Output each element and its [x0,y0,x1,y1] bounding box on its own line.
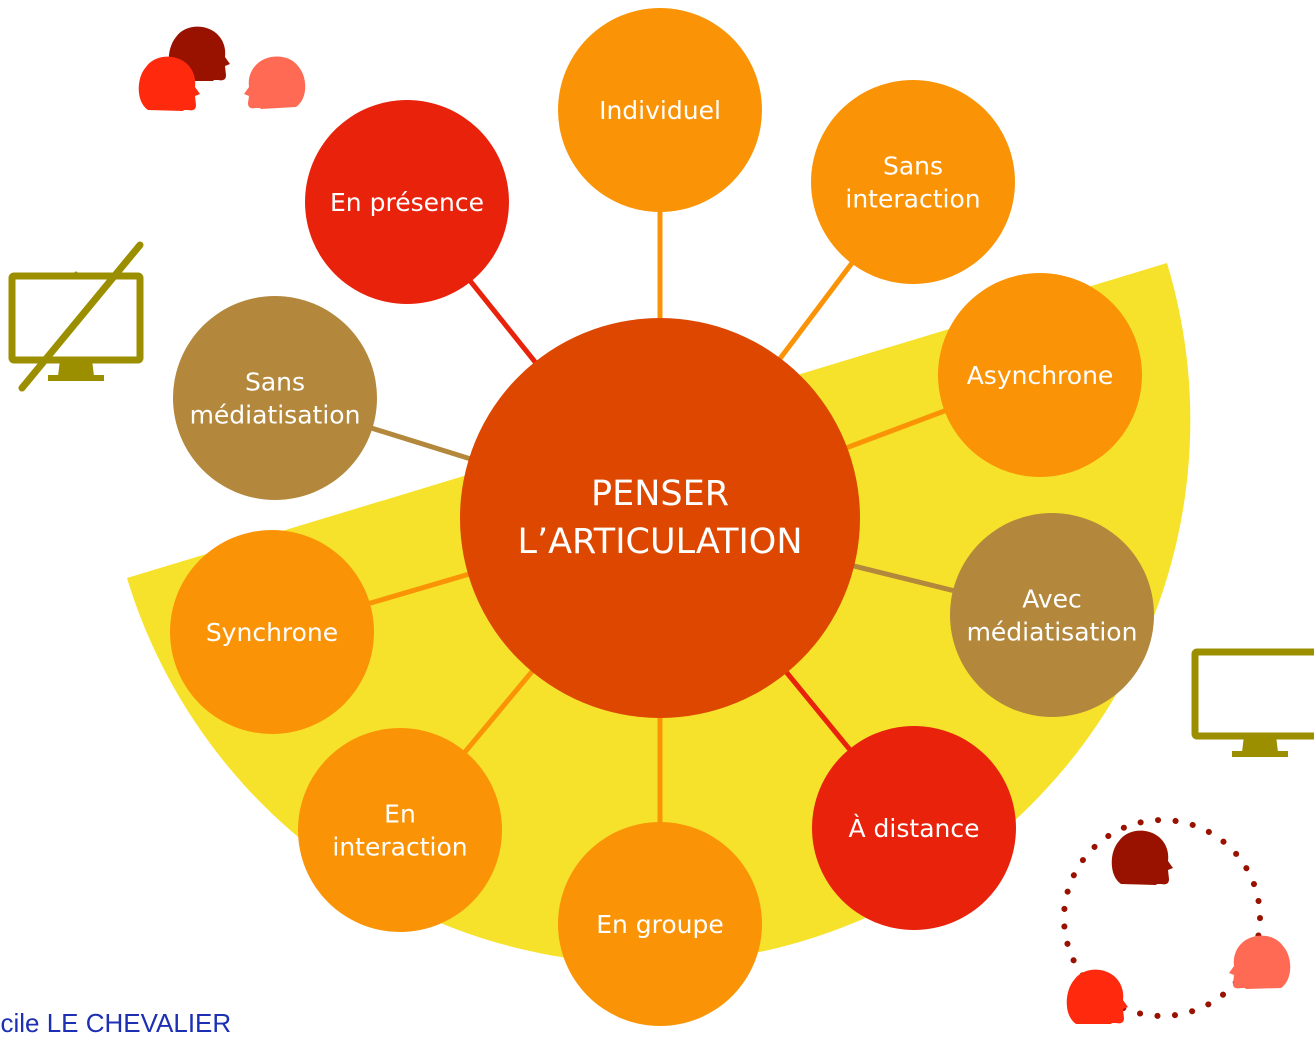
node-label-sans-mediatisation-line-2: médiatisation [190,401,361,430]
node-label-sans-interaction-line-1: Sans [883,152,943,181]
center-circle [460,318,860,718]
node-circle-synchrone [170,530,374,734]
node-circle-sans-mediatisation [173,296,377,500]
node-circle-asynchrone [938,273,1142,477]
node-label-asynchrone-line-1: Asynchrone [967,361,1114,390]
node-asynchrone: Asynchrone [938,273,1142,477]
node-en-interaction: En interaction [298,728,502,932]
center-label-line-2: L’ARTICULATION [517,522,802,562]
monitor-crossed-icon [8,241,144,392]
node-synchrone: Synchrone [170,530,374,734]
node-circle-individuel [558,8,762,212]
node-sans-interaction: Sans interaction [811,80,1015,284]
node-label-en-interaction-line-1: En [384,800,416,829]
node-circle-en-groupe [558,822,762,1026]
people-circle-icon [1061,817,1291,1024]
center-label-line-1: PENSER [591,474,729,514]
node-a-distance: À distance [812,726,1016,930]
node-label-sans-mediatisation-line-1: Sans [245,368,305,397]
node-circle-avec-mediatisation [950,513,1154,717]
nodes: IndividuelSansinteractionAsynchroneAvecm… [170,8,1154,1026]
node-circle-en-interaction [298,728,502,932]
node-label-a-distance-line-1: À distance [849,814,980,843]
people-pair-icon [138,26,306,111]
node-en-groupe: En groupe [558,822,762,1026]
node-label-en-interaction-line-2: interaction [332,833,467,862]
head-red-icon [138,56,200,111]
node-label-synchrone-line-1: Synchrone [206,618,338,647]
node-sans-mediatisation: Sans médiatisation [173,296,377,500]
node-label-avec-mediatisation-line-2: médiatisation [967,618,1138,647]
node-circle-en-presence [305,100,509,304]
monitor-icon [1191,648,1314,757]
node-label-individuel-line-1: Individuel [599,96,721,125]
node-avec-mediatisation: Avec médiatisation [950,513,1154,717]
author-credit: écile LE CHEVALIER [0,1008,232,1038]
node-circle-sans-interaction [811,80,1015,284]
node-label-en-groupe-line-1: En groupe [596,910,724,939]
node-en-presence: En présence [305,100,509,304]
node-individuel: Individuel [558,8,762,212]
node-circle-a-distance [812,726,1016,930]
node-label-en-presence-line-1: En présence [330,188,484,217]
head-red-icon [1066,969,1128,1024]
head-dark-icon [1111,830,1173,885]
head-salmon-icon [1229,935,1291,989]
node-label-avec-mediatisation-line-1: Avec [1022,585,1082,614]
dotted-ring [1061,817,1263,1019]
head-salmon-icon [244,56,306,109]
center-node: PENSER L’ARTICULATION [460,318,860,718]
node-label-sans-interaction-line-2: interaction [845,185,980,214]
